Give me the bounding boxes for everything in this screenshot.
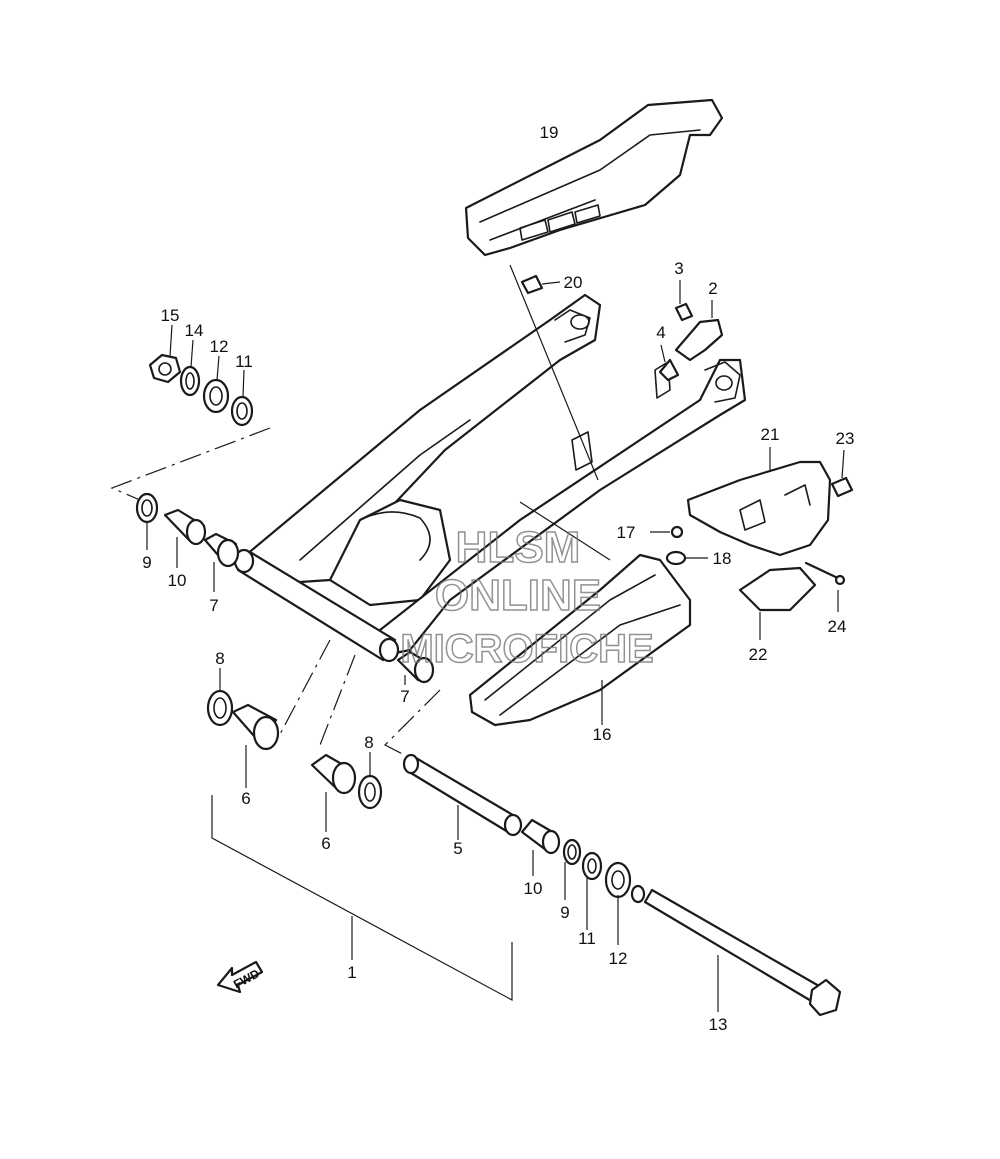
callout-7-left: 7 — [209, 596, 218, 615]
bearing-part-7-left — [203, 532, 240, 592]
callout-13: 13 — [709, 1015, 728, 1034]
callout-1: 1 — [347, 963, 356, 982]
nut-part-15 — [148, 324, 182, 384]
bolt-part-20 — [520, 274, 561, 295]
screw-part-17 — [650, 525, 684, 539]
callout-5: 5 — [453, 839, 462, 858]
callout-10-left: 10 — [168, 571, 187, 590]
callout-19: 19 — [540, 123, 559, 142]
assembly-bracket-part-1 — [211, 795, 513, 1002]
callout-24: 24 — [828, 617, 847, 636]
clip-part-4 — [658, 344, 680, 382]
swingarm-body — [233, 293, 747, 663]
bracket-part-2 — [674, 300, 724, 362]
washer-part-14 — [179, 339, 201, 397]
callout-17: 17 — [617, 523, 636, 542]
seal-part-9-left — [135, 492, 159, 550]
callout-8-left: 8 — [215, 649, 224, 668]
callout-labels: 19 20 3 2 4 15 14 12 11 21 23 17 18 24 2… — [142, 123, 854, 1034]
pivot-shaft-part-13 — [630, 884, 842, 1017]
callout-10-right: 10 — [524, 879, 543, 898]
callout-20: 20 — [564, 273, 583, 292]
watermark: HLSM ONLINE MICROFICHE — [400, 522, 655, 672]
seal-part-8-right — [357, 752, 383, 810]
callout-9-left: 9 — [142, 553, 151, 572]
callout-12-right: 12 — [609, 949, 628, 968]
callout-15: 15 — [161, 306, 180, 325]
callout-21: 21 — [761, 425, 780, 444]
seal-part-9-right — [562, 838, 582, 900]
washer-part-18 — [665, 550, 708, 566]
callout-9-right: 9 — [560, 903, 569, 922]
spacer-part-5 — [402, 753, 523, 840]
bearing-part-7-right — [396, 650, 435, 685]
callout-2: 2 — [708, 279, 717, 298]
bearing-part-6-left — [231, 703, 280, 788]
spacer-part-10-right — [520, 818, 561, 876]
callout-12-upper: 12 — [210, 337, 229, 356]
cover-part-22 — [738, 566, 817, 640]
callout-6-left: 6 — [241, 789, 250, 808]
watermark-line2: ONLINE — [435, 571, 601, 620]
callout-4: 4 — [656, 323, 665, 342]
bearing-part-6-right — [310, 753, 357, 832]
watermark-line3: MICROFICHE — [400, 627, 653, 671]
collar-part-12-right — [604, 861, 632, 945]
callout-8-right: 8 — [364, 733, 373, 752]
bolt-part-23 — [830, 449, 854, 498]
callout-14: 14 — [185, 321, 204, 340]
callout-3: 3 — [674, 259, 683, 278]
spacer-part-10-left — [163, 508, 207, 568]
seal-part-11-right — [581, 851, 603, 930]
callout-22: 22 — [749, 645, 768, 664]
collar-part-12-upper — [202, 355, 230, 414]
seal-part-11-upper — [230, 369, 254, 427]
callout-16: 16 — [593, 725, 612, 744]
bracket-part-21 — [686, 447, 832, 557]
callout-18: 18 — [713, 549, 732, 568]
chain-guard-part-19 — [464, 98, 724, 257]
callout-11-right: 11 — [578, 929, 596, 948]
bolt-part-24 — [804, 561, 846, 612]
screw-part-3 — [674, 280, 694, 322]
callout-23: 23 — [836, 429, 855, 448]
seal-part-8-left — [206, 668, 234, 727]
watermark-line1: HLSM — [456, 523, 581, 572]
fwd-arrow-icon — [216, 960, 264, 994]
chain-slider-part-16 — [468, 501, 692, 727]
callout-6-right: 6 — [321, 834, 330, 853]
callout-11-upper: 11 — [235, 352, 253, 371]
callout-7-right: 7 — [400, 687, 409, 706]
